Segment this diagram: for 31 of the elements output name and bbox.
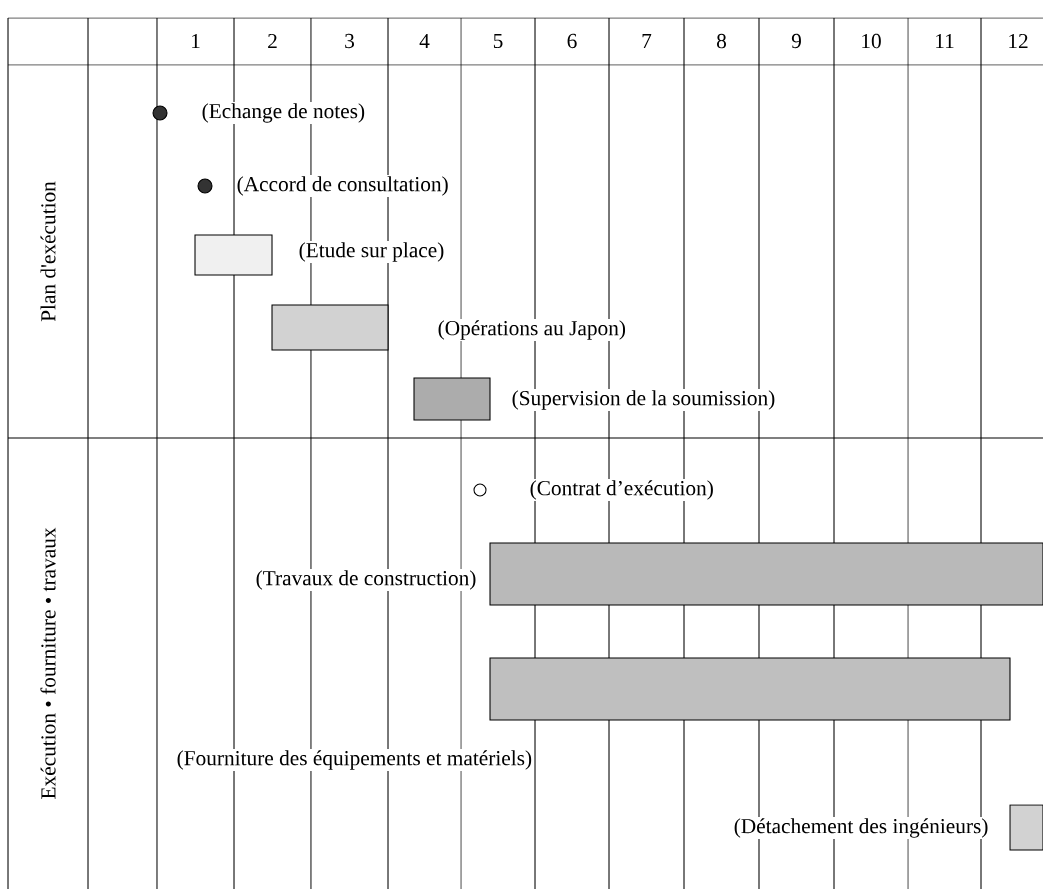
gantt-bar bbox=[194, 234, 273, 276]
milestone-dot bbox=[197, 178, 213, 194]
gantt-bar bbox=[1009, 804, 1043, 851]
gantt-bar bbox=[271, 304, 389, 351]
month-number: 8 bbox=[717, 33, 726, 49]
milestone-dot bbox=[152, 105, 168, 121]
activity-label: (Fourniture des équipements et matériels) bbox=[175, 749, 534, 771]
activity-label: (Travaux de construction) bbox=[254, 569, 478, 591]
gantt-bar bbox=[413, 377, 491, 421]
month-number: 1 bbox=[192, 33, 200, 49]
month-number: 10 bbox=[862, 33, 881, 49]
month-number: 11 bbox=[936, 33, 954, 49]
activity-label: (Echange de notes) bbox=[200, 101, 367, 125]
month-number: 7 bbox=[642, 34, 652, 48]
gantt-bar bbox=[489, 542, 1043, 606]
section-label: Plan d'exécution bbox=[40, 181, 56, 322]
activity-label: (Détachement des ingénieurs) bbox=[732, 816, 990, 840]
month-number: 6 bbox=[567, 33, 577, 49]
month-number: 5 bbox=[493, 33, 503, 49]
activity-label: (Accord de consultation) bbox=[235, 175, 450, 197]
month-number: 3 bbox=[345, 33, 354, 49]
month-number: 4 bbox=[419, 34, 430, 48]
section-label: Exécution • fourniture • travaux bbox=[40, 527, 56, 799]
month-number: 9 bbox=[791, 33, 801, 49]
activity-label: (Opérations au Japon) bbox=[436, 319, 628, 341]
month-number: 12 bbox=[1009, 33, 1028, 49]
month-number: 2 bbox=[268, 33, 277, 49]
activity-label: (Supervision de la soumission) bbox=[510, 389, 777, 411]
gantt-bar bbox=[489, 657, 1011, 721]
activity-label: (Contrat d’exécution) bbox=[528, 479, 716, 501]
activity-label: (Etude sur place) bbox=[297, 241, 446, 263]
